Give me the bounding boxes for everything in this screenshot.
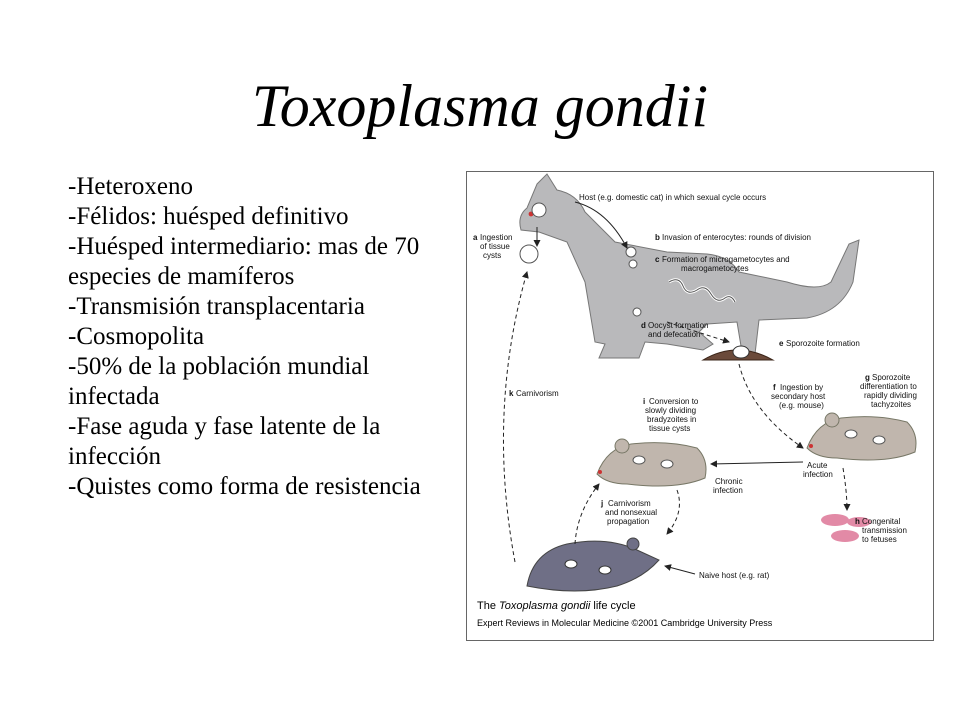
label-f-line1: Ingestion by — [780, 383, 823, 392]
label-i-letter: i — [643, 397, 645, 406]
label-i-line2: slowly dividing — [645, 406, 696, 415]
label-host: Host (e.g. domestic cat) in which sexual… — [579, 193, 766, 202]
label-a-line1: Ingestion — [480, 233, 512, 242]
label-naive-host: Naive host (e.g. rat) — [699, 571, 770, 580]
label-g-line4: tachyzoites — [871, 400, 911, 409]
label-g-line1: Sporozoite — [872, 373, 911, 382]
label-d-letter: d — [641, 321, 646, 330]
caption-prefix: The — [477, 600, 500, 612]
fetuses-illustration — [821, 514, 871, 542]
oocyst-mound — [701, 345, 775, 361]
bullet-item: -Fase aguda y fase latente de la infecci… — [68, 413, 381, 470]
bullet-item: -Heteroxeno — [68, 173, 193, 200]
label-i-line1: Conversion to — [649, 397, 699, 406]
bullet-item: -Cosmopolita — [68, 323, 205, 350]
bullet-item: -Quistes como forma de resistencia — [68, 473, 421, 500]
label-g-letter: g — [865, 373, 870, 382]
rat-illustration — [526, 537, 660, 592]
label-h-line1: Congenital — [862, 517, 900, 526]
label-k-letter: k — [509, 389, 514, 398]
label-b-letter: b — [655, 233, 660, 242]
label-d-line1: Oocyst formation — [648, 321, 708, 330]
caption-species: Toxoplasma gondii — [499, 600, 591, 612]
label-c-line1: Formation of microgametocytes and — [662, 255, 790, 264]
bullet-item: -Félidos: huésped definitivo — [68, 203, 349, 230]
bullet-item: -Transmisión transplacentaria — [68, 293, 365, 320]
label-a-letter: a — [473, 233, 478, 242]
label-f-line3: (e.g. mouse) — [779, 401, 824, 410]
label-e-line1: Sporozoite formation — [786, 339, 860, 348]
life-cycle-diagram: Host (e.g. domestic cat) in which sexual… — [473, 173, 917, 592]
chronic-mouse-illustration — [596, 438, 707, 487]
label-h-letter: h — [855, 517, 860, 526]
bullet-item: -50% de la población mundial infectada — [68, 353, 370, 410]
label-acute-line2: infection — [803, 470, 833, 479]
label-h-line3: to fetuses — [862, 535, 897, 544]
label-a-line3: cysts — [483, 251, 501, 260]
label-chronic-line1: Chronic — [715, 477, 743, 486]
label-i-line3: bradyzoites in — [647, 415, 696, 424]
life-cycle-figure: Host (e.g. domestic cat) in which sexual… — [466, 171, 934, 641]
label-j-letter: j — [600, 499, 603, 508]
label-c-letter: c — [655, 255, 660, 264]
label-h-line2: transmission — [862, 526, 907, 535]
label-j-line2: and nonsexual — [605, 508, 657, 517]
tissue-cyst-icon — [519, 244, 539, 264]
label-j-line1: Carnivorism — [608, 499, 651, 508]
label-g-line2: differentiation to — [860, 382, 917, 391]
label-f-letter: f — [773, 383, 776, 392]
label-acute-line1: Acute — [807, 461, 828, 470]
label-g-line3: rapidly dividing — [864, 391, 917, 400]
label-i-line4: tissue cysts — [649, 424, 690, 433]
label-e-letter: e — [779, 339, 784, 348]
label-c-line2: macrogametocytes — [681, 264, 749, 273]
label-chronic-line2: infection — [713, 486, 743, 495]
label-d-line2: and defecation — [648, 330, 701, 339]
label-a-line2: of tissue — [480, 242, 510, 251]
figure-caption: The Toxoplasma gondii life cycle — [477, 600, 636, 612]
slide-title: Toxoplasma gondii — [251, 73, 709, 139]
cycle-arrows — [503, 201, 851, 575]
acute-mouse-illustration — [806, 412, 917, 461]
caption-suffix: life cycle — [590, 600, 636, 612]
label-k-line1: Carnivorism — [516, 389, 559, 398]
label-f-line2: secondary host — [771, 392, 826, 401]
label-b-line1: Invasion of enterocytes: rounds of divis… — [662, 233, 811, 242]
figure-credit: Expert Reviews in Molecular Medicine ©20… — [477, 618, 773, 628]
bullet-item: -Huésped intermediario: mas de 70 especi… — [68, 233, 420, 290]
label-j-line3: propagation — [607, 517, 649, 526]
bullet-list: -Heteroxeno -Félidos: huésped definitivo… — [68, 172, 448, 502]
